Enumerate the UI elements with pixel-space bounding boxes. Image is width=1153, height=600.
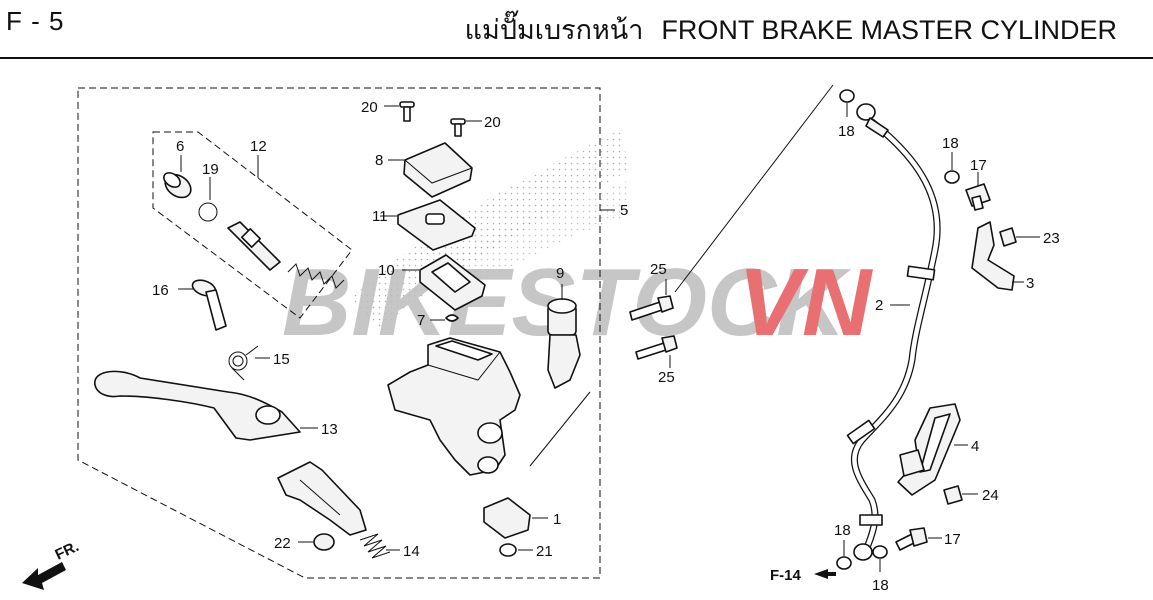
brake-switch [483, 497, 548, 539]
callout-1: 1 [553, 511, 561, 528]
watermark-text-red: VN [738, 249, 873, 356]
lever-spring [228, 345, 270, 381]
callout-21: 21 [536, 543, 553, 560]
holder [547, 284, 581, 389]
bolt-24 [943, 485, 978, 505]
callout-20-upper: 20 [361, 99, 378, 116]
callout-19: 19 [202, 161, 219, 178]
title-divider [0, 57, 1153, 59]
callout-18-d: 18 [872, 577, 889, 594]
callout-17-upper: 17 [970, 157, 987, 174]
callout-20-lower: 20 [484, 114, 501, 131]
reference-arrow[interactable]: F-14 [770, 567, 836, 584]
callout-12: 12 [250, 138, 267, 155]
brake-lever [94, 370, 318, 441]
callout-16: 16 [152, 282, 169, 299]
callout-22: 22 [274, 535, 291, 552]
leader-hose-connection [674, 84, 834, 293]
bolt-25-lower [635, 335, 678, 368]
callout-11: 11 [372, 208, 388, 225]
diaphragm [402, 254, 486, 311]
callout-3: 3 [1026, 275, 1034, 292]
circlip [198, 177, 218, 222]
callout-24: 24 [982, 487, 999, 504]
pivot-bolt [178, 279, 227, 331]
callout-15: 15 [273, 351, 290, 368]
callout-18-a: 18 [838, 123, 855, 140]
screw-21 [499, 543, 533, 557]
front-arrow-label: FR. [53, 538, 82, 564]
piston-kit-boundary [152, 131, 353, 319]
washer-18-d [872, 545, 888, 572]
return-spring [359, 533, 400, 559]
bolt-25-upper [629, 279, 674, 321]
clip-7 [430, 314, 459, 322]
callout-13: 13 [321, 421, 338, 438]
bolt-17-upper [965, 172, 991, 211]
piston-spring [287, 263, 345, 289]
banjo-upper [856, 103, 889, 138]
callout-2: 2 [875, 297, 883, 314]
assembly-boundary [77, 87, 601, 579]
callout-10: 10 [378, 262, 395, 279]
banjo-lower [853, 543, 873, 561]
piston [227, 221, 281, 271]
leader-9-body [529, 391, 591, 467]
callout-8: 8 [375, 152, 383, 169]
callout-25-upper: 25 [650, 261, 667, 278]
hose-clamp-3 [971, 221, 1024, 291]
callout-4: 4 [971, 438, 979, 455]
callout-23: 23 [1043, 230, 1060, 247]
brake-hose [846, 118, 941, 549]
washer-18-b [944, 152, 960, 184]
callout-17-lower: 17 [944, 531, 961, 548]
reference-arrow-icon [814, 569, 836, 579]
reference-label: F-14 [770, 567, 802, 584]
callout-18-b: 18 [942, 135, 959, 152]
washer-18-c [836, 540, 852, 570]
callout-18-c: 18 [834, 522, 851, 539]
washer-18-a [839, 89, 855, 117]
lever-bracket [277, 461, 367, 536]
master-cylinder-body [387, 337, 521, 476]
page-title-thai: แม่ปั๊มเบรกหน้า [464, 15, 644, 46]
screw-20-upper [384, 101, 415, 122]
page-code: F - 5 [6, 6, 65, 36]
callout-labels: 1 2 3 4 5 6 7 8 9 10 11 12 13 14 15 16 1… [152, 99, 1060, 594]
page-title: แม่ปั๊มเบรกหน้า FRONT BRAKE MASTER CYLIND… [465, 8, 1117, 51]
callout-14: 14 [403, 543, 420, 560]
grommet-22 [298, 533, 335, 551]
screw-20-lower [450, 118, 482, 137]
bolt-17-lower [895, 527, 942, 551]
callout-5: 5 [620, 202, 628, 219]
front-direction-arrow: FR. [22, 538, 82, 590]
callout-6: 6 [176, 138, 184, 155]
diaphragm-plate [380, 199, 476, 251]
bolt-23 [999, 227, 1040, 247]
hose-guide-4 [897, 403, 968, 496]
dust-boot [163, 155, 192, 199]
callout-9: 9 [556, 265, 564, 282]
callout-7: 7 [417, 312, 425, 329]
reservoir-cap [388, 142, 473, 198]
page-title-english: FRONT BRAKE MASTER CYLINDER [661, 15, 1117, 45]
callout-25-lower: 25 [658, 369, 675, 386]
